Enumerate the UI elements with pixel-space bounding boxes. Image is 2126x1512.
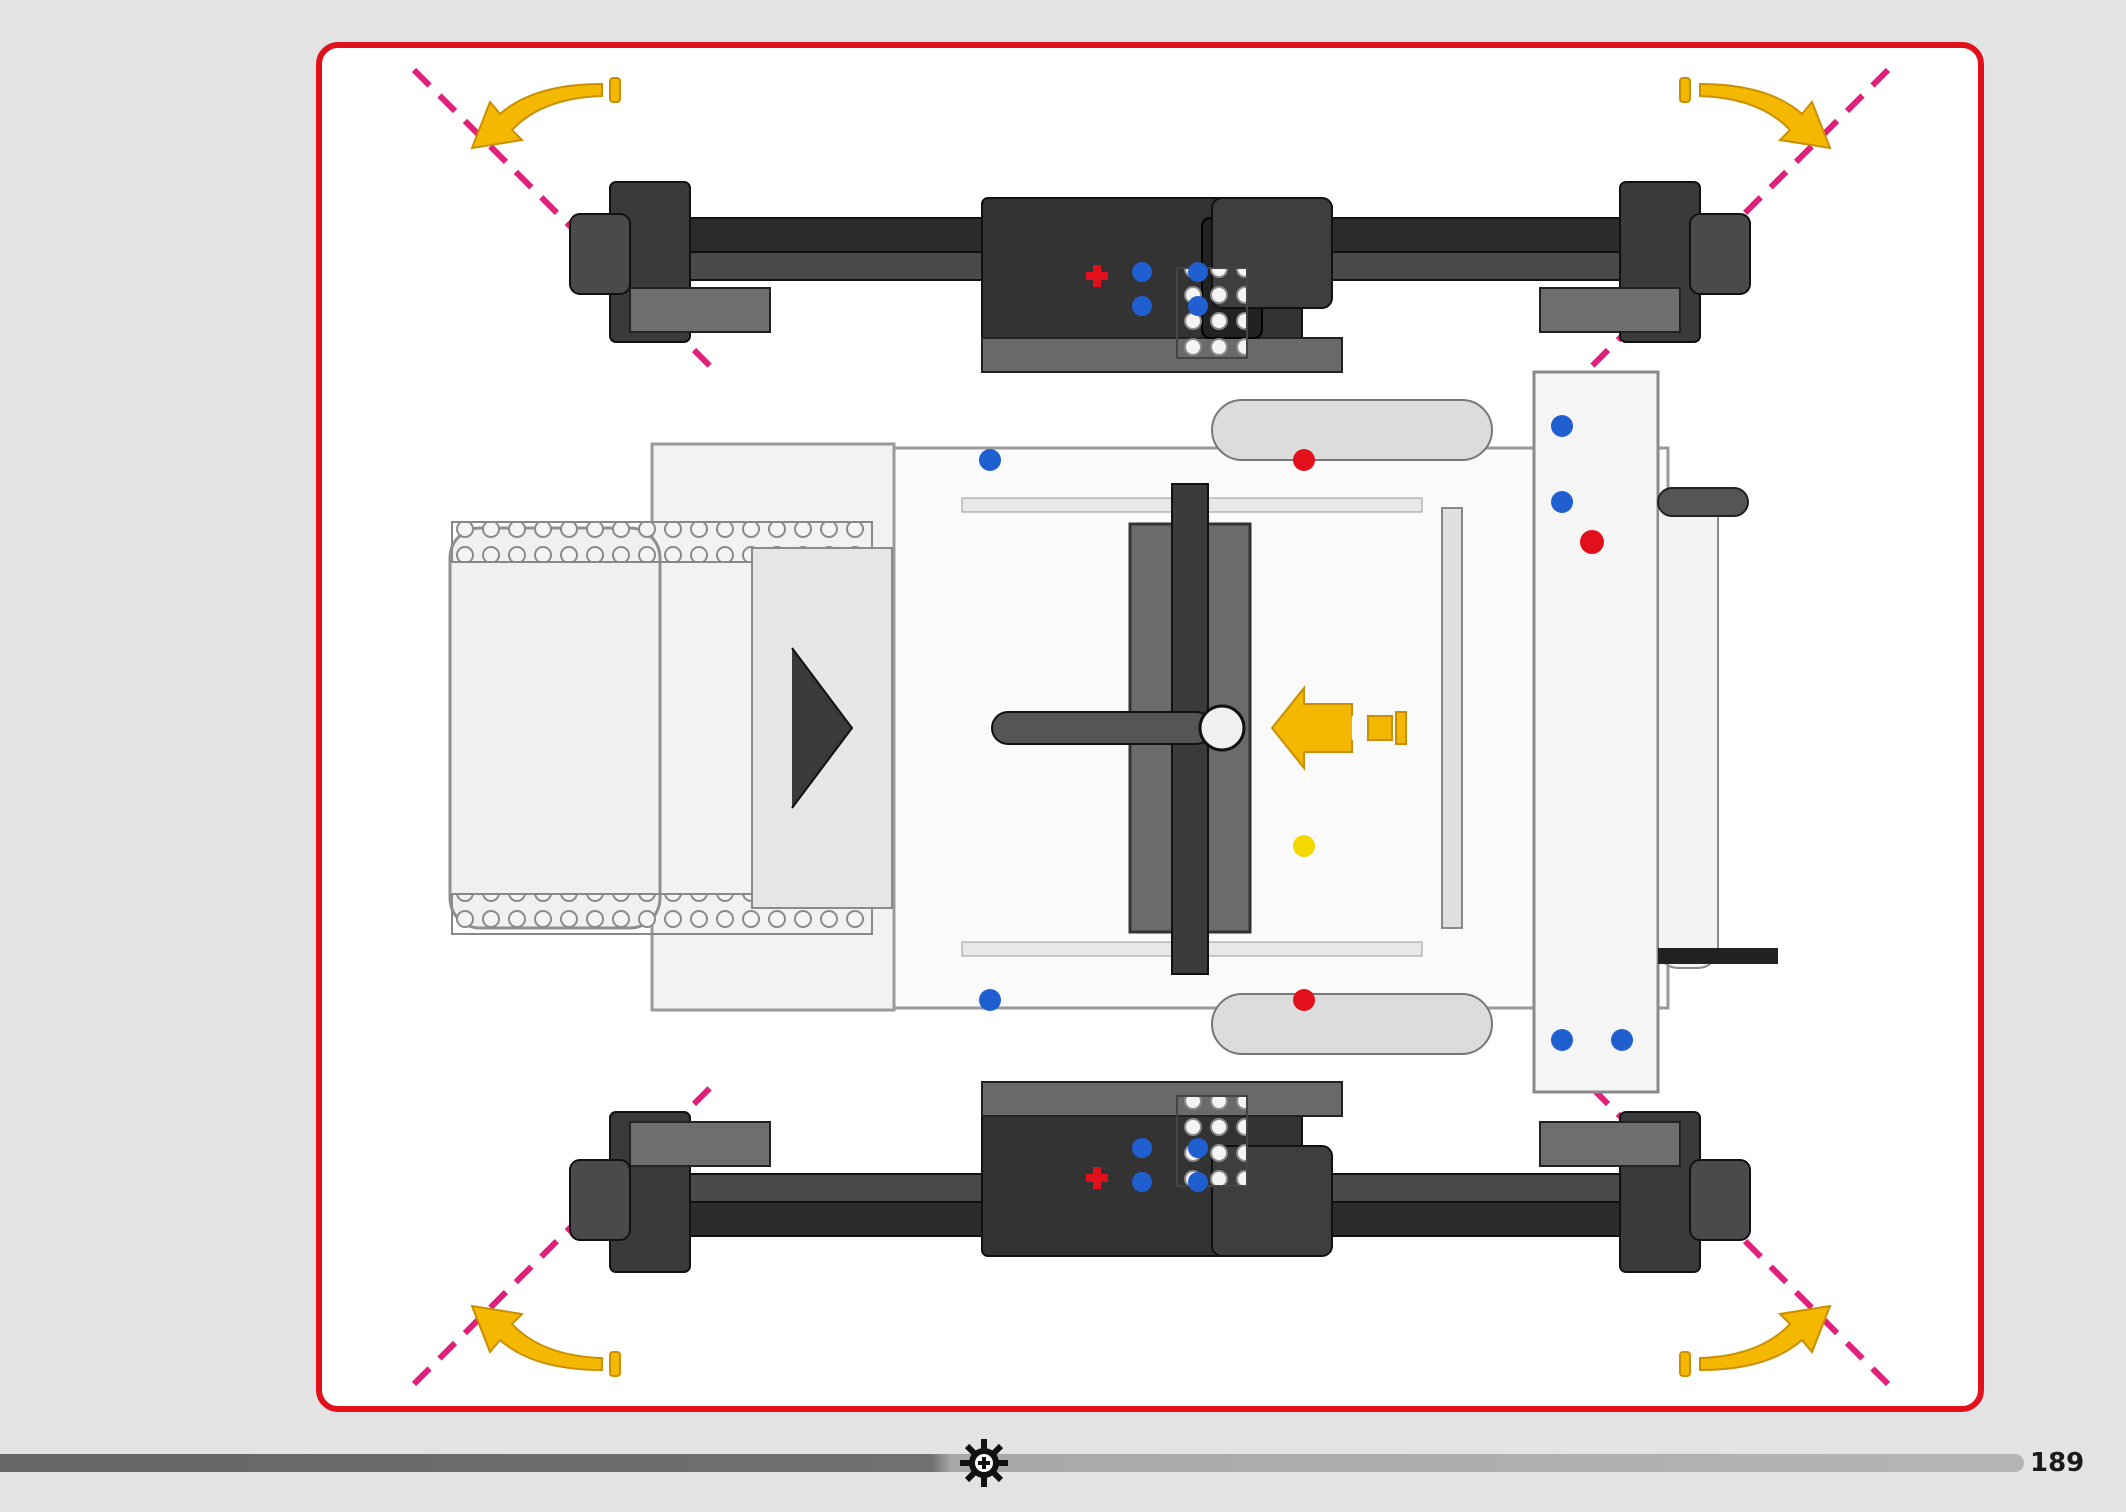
gear-icon [960,1439,1008,1487]
top-axle-assembly [569,181,1751,373]
model-illustration [411,67,1891,1387]
bottom-axle-assembly [569,1081,1751,1273]
push-arrow-icon [1198,685,1407,771]
rotation-arrow-icon [470,77,621,150]
rotation-arrow-icon [470,1304,621,1377]
rotation-arrow-icon [1679,1304,1832,1377]
instruction-frame [316,42,1984,1412]
progress-bar [0,1454,2024,1472]
rotation-arrow-icon [1679,77,1832,150]
white-chassis [448,370,1778,1094]
page-number: 189 [2030,1448,2085,1478]
